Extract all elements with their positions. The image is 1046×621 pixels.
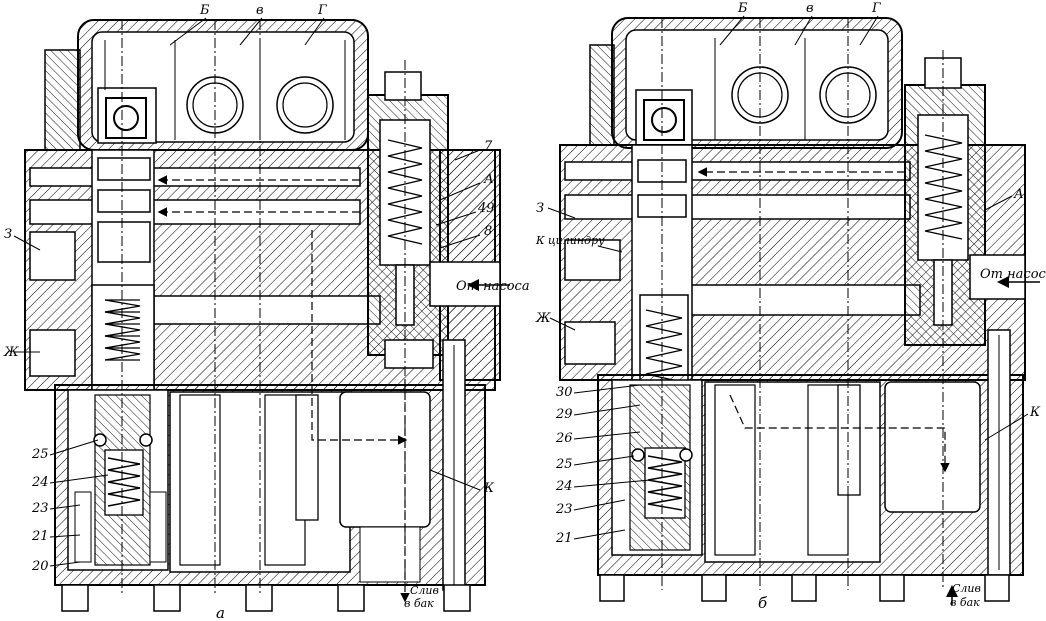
label-30: 30 — [556, 385, 573, 400]
label-z: З — [4, 227, 12, 242]
drain-label-1: Слив — [410, 584, 439, 597]
label-g2: Г — [871, 1, 881, 16]
label-b: Б — [199, 3, 210, 18]
label-z2: З — [536, 201, 544, 216]
flow-lines-b — [697, 167, 950, 473]
bolts-b — [599, 574, 1010, 602]
caption-b: б — [758, 594, 768, 612]
drain-label-b1: Слив — [952, 582, 981, 595]
label-24b: 24 — [555, 479, 573, 494]
label-A2: А — [1013, 187, 1024, 202]
label-pump2: От насоса — [980, 267, 1046, 282]
label-pump: От насоса — [456, 279, 530, 294]
label-21: 21 — [31, 529, 49, 544]
caption-a: а — [216, 604, 225, 621]
label-zh2: Ж — [535, 311, 551, 326]
figure-a: Б в Г 7 А 49 8 От насоса К З Ж 25 24 23 … — [3, 3, 530, 621]
label-b2: Б — [737, 1, 748, 16]
label-26: 26 — [555, 431, 573, 446]
labels-a: Б в Г 7 А 49 8 От насоса К З Ж 25 24 23 … — [3, 3, 530, 621]
label-K2: К — [1029, 405, 1041, 420]
figure-b: Б в Г А От насоса К З К цилиндру Ж 30 29… — [535, 1, 1046, 612]
labels-b: Б в Г А От насоса К З К цилиндру Ж 30 29… — [535, 1, 1046, 612]
label-29: 29 — [555, 407, 573, 422]
label-49: 49 — [477, 201, 495, 216]
label-g: Г — [317, 3, 327, 18]
label-21b: 21 — [555, 531, 573, 546]
label-zh: Ж — [3, 345, 19, 360]
label-v: в — [256, 3, 264, 18]
label-cylinder: К цилиндру — [535, 234, 605, 247]
label-24: 24 — [31, 475, 49, 490]
bolts-a — [61, 584, 471, 612]
drain-label-2: в бак — [404, 597, 434, 610]
label-v2: в — [806, 1, 814, 16]
label-K: К — [483, 481, 495, 496]
label-8: 8 — [484, 224, 492, 239]
flow-lines-a — [157, 175, 410, 603]
label-20: 20 — [31, 559, 49, 574]
label-7: 7 — [484, 139, 493, 154]
label-23b: 23 — [555, 502, 573, 517]
label-25: 25 — [31, 447, 49, 462]
label-25b: 25 — [555, 457, 573, 472]
label-A: А — [483, 172, 494, 187]
drain-label-b2: в бак — [950, 596, 980, 609]
handle-block-b — [643, 99, 685, 141]
handle-block-a — [105, 97, 147, 139]
label-23: 23 — [31, 501, 49, 516]
